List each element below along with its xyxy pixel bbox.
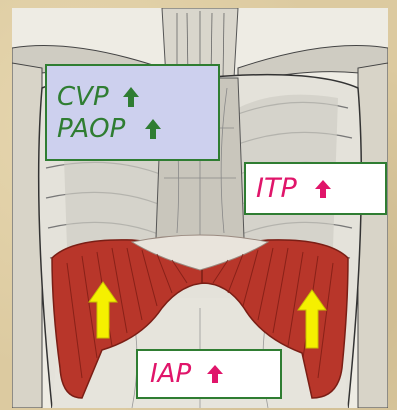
itp-row: ITP [256, 175, 385, 202]
itp-label: ITP [256, 175, 297, 202]
itp-label-box: ITP [244, 162, 387, 215]
cvp-label: CVP [57, 84, 109, 110]
itp-arrow-up-icon [313, 178, 333, 200]
cvp-row: CVP [57, 84, 218, 110]
iap-label: IAP [150, 361, 191, 387]
iap-label-box: IAP [136, 349, 282, 399]
iap-arrow-up-icon [205, 363, 225, 385]
left-big-arrow-icon [87, 280, 119, 340]
cvp-paop-label-box: CVP PAOP [45, 64, 220, 161]
paop-arrow-up-icon [143, 117, 163, 141]
right-big-arrow-icon [296, 288, 328, 350]
cvp-arrow-up-icon [121, 85, 141, 109]
paop-label: PAOP [57, 116, 125, 142]
paop-row: PAOP [57, 116, 218, 142]
iap-row: IAP [150, 361, 280, 387]
